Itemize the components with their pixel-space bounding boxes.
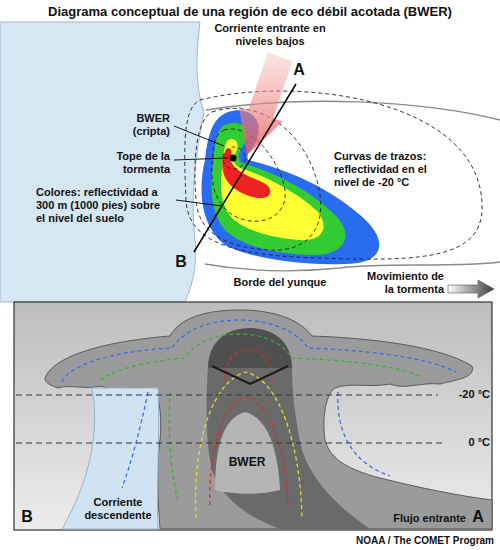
red-contour	[210, 396, 288, 505]
blue-contour	[338, 392, 390, 476]
cross-section-panel	[14, 302, 492, 530]
isotherm-line	[16, 443, 446, 444]
overshooting-top	[208, 328, 292, 368]
inflow-label: Corriente entrante en niveles bajos	[211, 22, 329, 48]
leader-line	[174, 158, 228, 160]
green-contour	[169, 392, 178, 500]
isotherm-label: 0 °C	[448, 436, 490, 449]
section-end-label: A	[468, 507, 488, 526]
credit-note: NOAA / The COMET Program	[250, 535, 494, 547]
section-end-label: A	[290, 60, 308, 79]
reflectivity-yellow	[221, 139, 324, 240]
leader-line	[176, 200, 222, 206]
contour-note: Curvas de trazos: reflectividad en el ni…	[334, 150, 450, 189]
callout-label: BWER (cripta)	[100, 112, 170, 138]
storm-cloud	[45, 310, 492, 529]
bwer-region	[215, 412, 280, 494]
section-end-label: B	[172, 252, 190, 271]
blue-contour	[62, 320, 456, 382]
isotherm-line	[16, 395, 438, 396]
cross-section-line	[194, 84, 296, 252]
isotherm-label: -20 °C	[440, 388, 490, 401]
diagram-title: Diagrama conceptual de una región de eco…	[0, 4, 500, 19]
storm-top-chevron	[212, 366, 288, 384]
section-end-label: B	[18, 507, 36, 526]
upper-level-contours	[185, 91, 482, 259]
bwer-label: BWER	[222, 455, 272, 469]
reflectivity-red	[222, 148, 270, 198]
updraft-column	[207, 366, 370, 529]
leader-line	[174, 126, 224, 146]
dashed-contour	[185, 91, 482, 259]
motion-label: Movimiento de la tormenta	[358, 270, 444, 296]
storm-motion-arrow	[448, 280, 494, 298]
callout-label: Tope de la tormenta	[96, 150, 170, 176]
inflow-label: Flujo entrante	[374, 512, 466, 525]
green-contour	[100, 334, 420, 380]
cloud-region	[0, 22, 204, 302]
anvil-label: Borde del yunque	[228, 276, 332, 289]
color-note: Colores: reflectividad a 300 m (1000 pie…	[36, 186, 172, 225]
downdraft-label: Corriente descendente	[78, 496, 158, 522]
blue-contour	[122, 392, 148, 488]
storm-top-dot	[230, 155, 237, 162]
yellow-contour	[196, 372, 302, 518]
reflectivity-contours	[62, 320, 456, 518]
downdraft-column	[62, 388, 159, 529]
